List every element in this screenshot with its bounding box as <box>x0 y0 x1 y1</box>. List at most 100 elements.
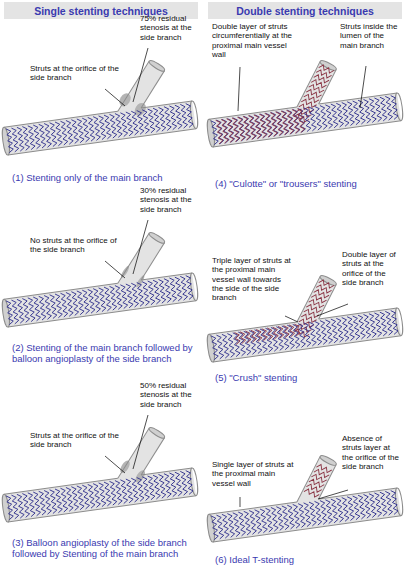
stent-strut <box>265 508 273 532</box>
stent-strut <box>314 501 322 525</box>
stent-strut <box>153 280 161 304</box>
leader-line <box>105 89 125 106</box>
stent-strut <box>180 276 188 300</box>
vessel-illustration <box>0 418 199 522</box>
stent-strut <box>180 471 188 495</box>
leader-line <box>105 456 125 473</box>
stent-strut <box>353 100 361 124</box>
vessel-illustration <box>200 49 404 148</box>
stent-strut <box>304 107 312 131</box>
stent-strut <box>380 312 388 336</box>
stent-strut <box>287 505 295 529</box>
stent-strut <box>320 500 328 524</box>
stent-strut <box>71 486 79 510</box>
stent-strut <box>82 485 90 509</box>
annotation-note: Struts at the orifice of the side branch <box>30 64 130 83</box>
stent-strut <box>93 116 101 140</box>
stent-strut <box>28 492 36 516</box>
stent-strut <box>240 331 246 343</box>
stent-strut <box>131 111 139 135</box>
stent-strut <box>120 284 128 308</box>
stent-strut <box>336 498 344 522</box>
stent-strut <box>391 490 399 514</box>
stent-strut <box>385 96 393 120</box>
stent-strut <box>256 329 262 341</box>
stent-strut <box>77 485 85 509</box>
annotation-note: Single layer of struts at the proximal m… <box>212 460 297 488</box>
stent-strut <box>44 295 52 319</box>
stent-strut <box>380 492 388 516</box>
stent-strut <box>364 494 372 518</box>
stent-strut <box>347 316 355 340</box>
leader-line <box>133 48 148 102</box>
annotation-note: Double layer of struts circumferentially… <box>212 22 302 59</box>
stent-strut <box>319 64 334 75</box>
vessel-wall <box>4 111 118 127</box>
stent-strut <box>232 117 240 141</box>
stent-strut <box>273 327 279 339</box>
annotation-note: Struts at the orifice of the side branch <box>30 431 130 450</box>
stent-strut <box>374 312 382 336</box>
side-branch-lumen <box>112 61 164 130</box>
stent-strut <box>186 275 194 299</box>
stent-strut <box>316 463 331 474</box>
vessel-end <box>148 59 166 73</box>
stent-strut <box>320 105 328 129</box>
vessel-wall <box>319 93 397 104</box>
stent-strut <box>260 508 268 532</box>
stent-strut <box>120 479 128 503</box>
side-branch-lumen <box>112 428 164 497</box>
stent-strut <box>254 114 262 138</box>
annotation-note: No struts at the orifice of the side bra… <box>30 236 130 255</box>
stent-strut <box>99 482 107 506</box>
stent-strut <box>331 103 339 127</box>
leader-lines <box>105 48 366 507</box>
stent-strut <box>22 493 30 517</box>
stent-strut <box>243 116 251 140</box>
panel-caption: (6) Ideal T-stenting <box>215 554 401 565</box>
stent-strut <box>164 106 172 130</box>
stent-strut <box>342 497 350 521</box>
stent-strut <box>314 321 322 345</box>
stent-strut <box>369 493 377 517</box>
annotation-note: Absence of struts layer at the orifice o… <box>342 434 402 471</box>
stent-strut <box>237 117 245 141</box>
stent-strut <box>66 292 74 316</box>
stent-strut <box>66 487 74 511</box>
stent-strut <box>385 491 393 515</box>
vessel-wall <box>141 71 164 108</box>
stent-strut <box>369 313 377 337</box>
stent-strut <box>77 290 85 314</box>
leader-line <box>317 304 348 316</box>
annotation-note: Struts inside the lumen of the main bran… <box>340 22 402 50</box>
stent-strut <box>33 491 41 515</box>
stent-strut <box>6 128 14 152</box>
stent-strut <box>82 118 90 142</box>
stent-strut <box>93 483 101 507</box>
stent-strut <box>148 280 156 304</box>
annotation-note: 30% residual stenosis at the side branch <box>140 186 202 214</box>
leader-line <box>285 316 298 322</box>
main-vessel <box>4 273 196 327</box>
stent-strut <box>211 515 219 539</box>
stent-strut <box>60 121 68 145</box>
stent-strut <box>126 283 134 307</box>
leader-line <box>360 66 366 108</box>
stent-strut <box>374 97 382 121</box>
stent-strut <box>391 95 399 119</box>
leader-line <box>318 490 348 499</box>
stent-strut <box>358 315 366 339</box>
stent-strut <box>342 102 350 126</box>
panel-caption: (3) Balloon angioplasty of the side bran… <box>12 537 204 560</box>
stent-strut <box>391 310 399 334</box>
stent-strut <box>342 317 350 341</box>
stent-strut <box>60 293 68 317</box>
vessel-end <box>319 454 337 467</box>
section-header-band: Double stenting techniques <box>208 2 402 19</box>
stent-strut <box>262 328 268 340</box>
stent-strut <box>227 333 235 357</box>
stent-strut <box>126 478 134 502</box>
stent-strut <box>99 115 107 139</box>
stent-strut <box>142 476 150 500</box>
